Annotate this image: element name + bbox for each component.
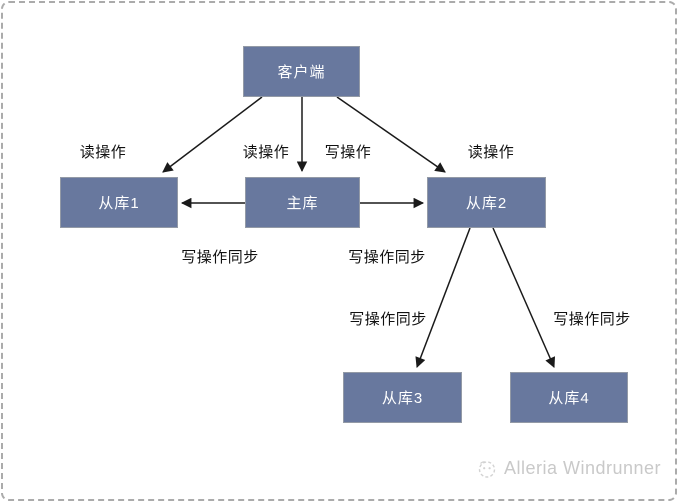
node-slave2-label: 从库2 — [465, 195, 508, 212]
edge-client-slave1 — [162, 96, 263, 173]
node-slave3: 从库3 — [343, 372, 462, 423]
edge-label-read-client-master: 读操作 — [242, 144, 290, 161]
edge-label-read-client-slave2: 读操作 — [467, 144, 515, 161]
node-slave1: 从库1 — [60, 177, 178, 228]
edge-label-sync-slave2-slave4: 写操作同步 — [553, 311, 631, 328]
watermark-text: Alleria Windrunner — [503, 458, 661, 478]
node-slave2: 从库2 — [427, 177, 546, 228]
edge-label-sync-master-slave2: 写操作同步 — [348, 249, 426, 266]
edge-label-sync-master-slave1: 写操作同步 — [181, 249, 259, 266]
node-master: 主库 — [245, 177, 360, 228]
edge-label-write-client-master: 写操作 — [324, 144, 372, 161]
edge-slave2-slave4 — [492, 227, 556, 368]
node-slave3-label: 从库3 — [381, 390, 424, 407]
edge-label-read-client-slave1: 读操作 — [79, 144, 127, 161]
node-client: 客户端 — [243, 46, 360, 97]
edge-client-slave2 — [336, 96, 446, 173]
node-master-label: 主库 — [286, 195, 319, 212]
node-slave4-label: 从库4 — [548, 390, 590, 407]
edge-label-sync-slave2-slave3: 写操作同步 — [349, 311, 427, 328]
watermark: Alleria Windrunner — [475, 457, 661, 480]
windrunner-logo-icon — [475, 457, 498, 480]
edge-slave2-slave3 — [415, 227, 471, 368]
node-client-label: 客户端 — [277, 64, 326, 81]
node-slave4: 从库4 — [510, 372, 628, 423]
node-slave1-label: 从库1 — [98, 195, 140, 212]
